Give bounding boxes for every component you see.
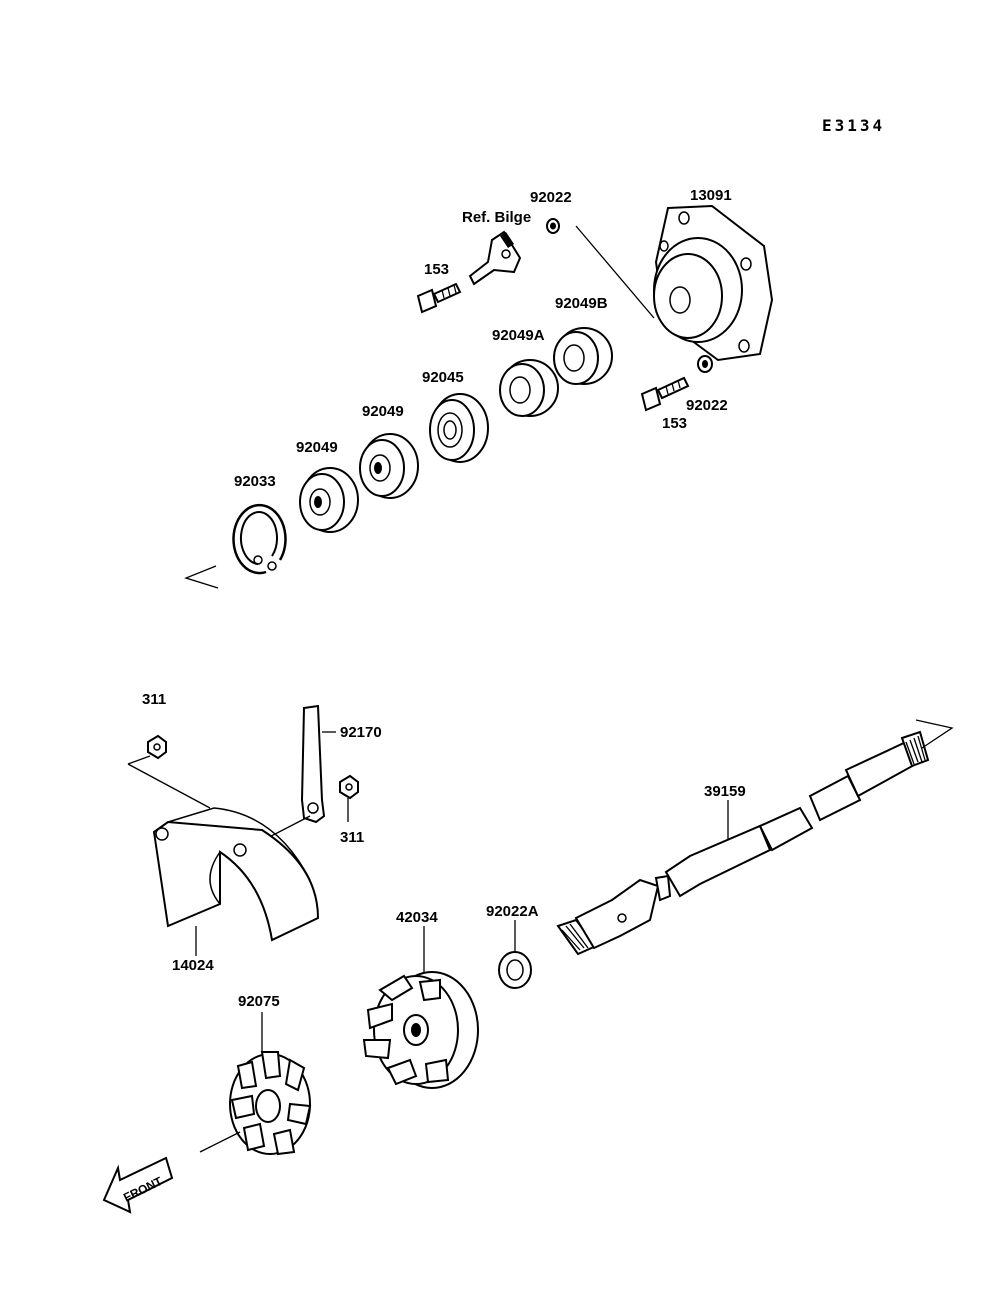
label-92045: 92045: [422, 369, 464, 386]
drive-shaft-39159: [556, 730, 930, 956]
label-153-top: 153: [424, 261, 449, 278]
label-92049-upper: 92049: [362, 403, 404, 420]
label-92033: 92033: [234, 473, 276, 490]
coupler-cover-14024: [152, 807, 320, 942]
label-39159: 39159: [704, 783, 746, 800]
label-153-right: 153: [662, 415, 687, 432]
bearing-92045: [429, 393, 489, 463]
bolt-153-right: [640, 376, 690, 412]
label-92170: 92170: [340, 724, 382, 741]
label-13091: 13091: [690, 187, 732, 204]
diagram-code: E3134: [822, 116, 885, 135]
bearing-housing-13091: [653, 204, 774, 362]
label-92022-right: 92022: [686, 397, 728, 414]
label-92075: 92075: [238, 993, 280, 1010]
label-311-right: 311: [340, 829, 364, 846]
nut-311-right: [339, 774, 359, 800]
damper-92075: [229, 1051, 312, 1156]
axis-arrow-left: [184, 565, 219, 589]
label-92022-top: 92022: [530, 189, 572, 206]
axis-arrow-right: [915, 719, 954, 749]
bilge-bracket: [468, 230, 522, 286]
bearing-92049A: [499, 359, 559, 417]
washer-92022A: [498, 951, 532, 989]
strap-92170: [300, 704, 326, 824]
label-ref-bilge: Ref. Bilge: [462, 209, 531, 226]
label-92022A: 92022A: [486, 903, 539, 920]
bearing-92049-lower: [299, 467, 359, 533]
label-92049B: 92049B: [555, 295, 608, 312]
bearing-92049-upper: [359, 433, 419, 499]
front-arrow: FRONT: [102, 1156, 174, 1214]
nut-311-top: [147, 734, 167, 760]
bolt-153-top: [416, 282, 462, 314]
label-311-top: 311: [142, 691, 166, 708]
label-92049-lower: 92049: [296, 439, 338, 456]
coupling-42034: [362, 971, 479, 1089]
bearing-92049B: [553, 327, 613, 385]
circlip-92033: [232, 503, 287, 575]
label-14024: 14024: [172, 957, 214, 974]
label-42034: 42034: [396, 909, 438, 926]
label-92049A: 92049A: [492, 327, 545, 344]
